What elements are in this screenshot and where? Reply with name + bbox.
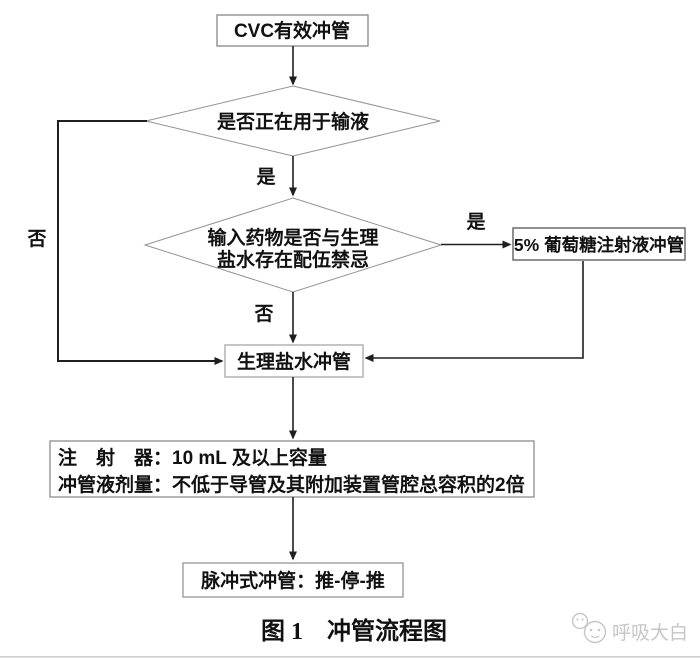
edge-label-no-infusion: 否	[26, 229, 46, 250]
decision-incompatible-label-line1: 输入药物是否与生理	[207, 226, 378, 249]
start-node-label: CVC有效冲管	[234, 19, 350, 42]
pulse-flush-box	[182, 562, 404, 598]
edge-infusion-no-to-saline	[57, 120, 224, 365]
glucose-flush-label: 5% 葡萄糖注射液冲管	[514, 235, 684, 255]
figure-caption: 图 1 冲管流程图	[261, 617, 447, 645]
edge-label-no-incompatible: 否	[253, 304, 273, 325]
brand-watermark-label: 呼吸大白	[612, 622, 688, 644]
decision-incompatible-label-line2: 盐水存在配伍禁忌	[217, 248, 369, 271]
decision-infusion-label: 是否正在用于输液	[217, 110, 370, 133]
edge-glucose-to-saline	[364, 261, 584, 362]
requirements-box	[49, 440, 535, 498]
edge-label-yes-incompatible: 是	[466, 211, 485, 233]
glucose-flush-box	[512, 227, 686, 261]
requirements-line2: 冲管液剂量：不低于导管及其附加装置管腔总容积的2倍	[58, 473, 525, 496]
start-node-box	[216, 14, 369, 47]
pulse-flush-label: 脉冲式冲管：推-停-推	[200, 569, 385, 592]
brand-logo-icon	[571, 612, 607, 644]
saline-flush-box	[224, 344, 364, 378]
requirements-line1: 注 射 器：10 mL 及以上容量	[58, 446, 327, 469]
edge-label-yes-infusion: 是	[256, 166, 275, 188]
saline-flush-label: 生理盐水冲管	[237, 350, 351, 373]
